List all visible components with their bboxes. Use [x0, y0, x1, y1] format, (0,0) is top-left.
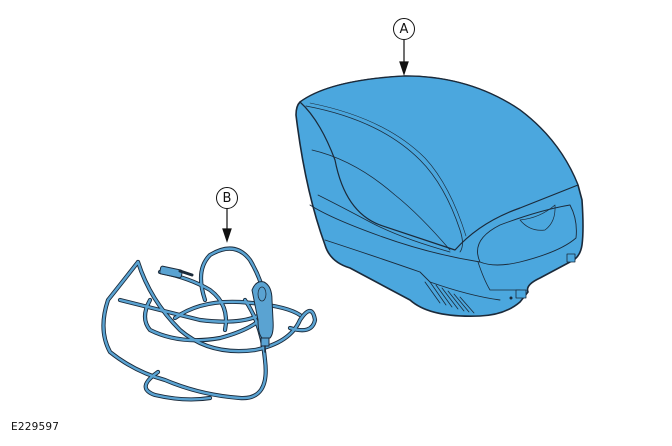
callout-b-label: B: [222, 190, 232, 206]
cable-connector: [159, 265, 194, 279]
callout-a: A: [393, 18, 415, 40]
portable-cooler: [295, 75, 584, 317]
power-cable: [101, 246, 318, 402]
callout-leader-a: [399, 40, 409, 76]
lighter-plug: [251, 281, 274, 353]
figure-id: E229597: [11, 421, 60, 433]
callout-b: B: [216, 187, 238, 209]
callout-a-label: A: [399, 21, 409, 37]
callout-leader-b: [222, 209, 232, 243]
